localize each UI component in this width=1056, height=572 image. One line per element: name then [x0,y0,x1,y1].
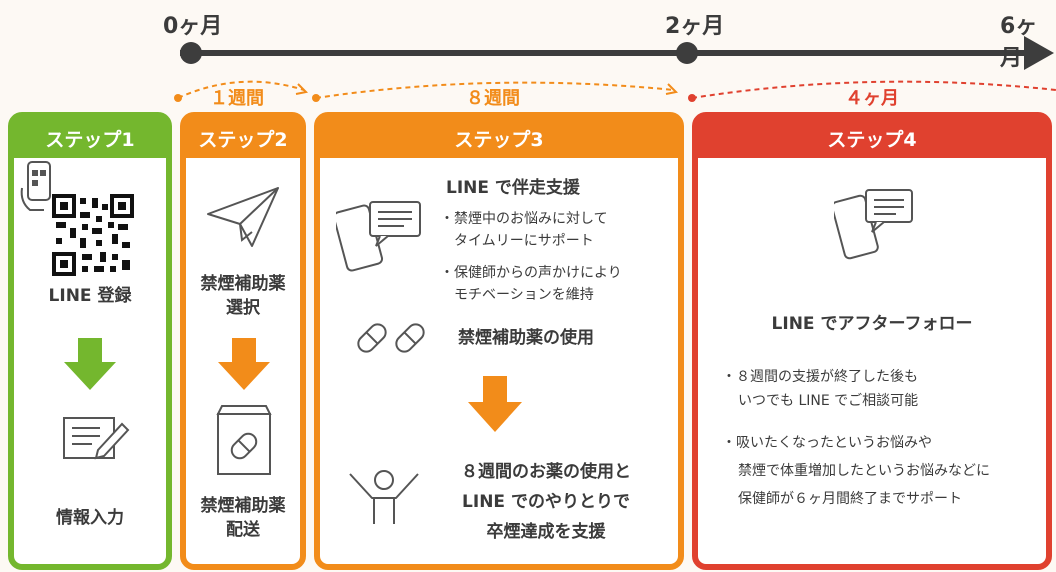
down-arrow-icon [64,338,116,390]
timeline-label-2: 2ヶ月 [665,14,725,39]
step3-bullet-2-line2: モチベーションを維持 [454,287,594,303]
duration-8weeks: ８週間 [466,88,520,109]
step2-select-label-1: 禁煙補助薬 [200,274,286,294]
step3-result-line3: 卒煙達成を支援 [486,522,606,542]
timeline-bar [180,50,1030,56]
step4-card: ステップ4 [692,112,1052,570]
phone-qr-icon [20,161,51,211]
step3-medicine-label: 禁煙補助薬の使用 [458,328,594,348]
step3-title: ステップ3 [320,118,678,158]
phone-chat-icon [834,189,913,260]
step4-bullet-1-line1: ・８週間の支援が終了した後も [722,369,918,385]
step4-bullet-1-line2: いつでも LINE でご相談可能 [738,393,919,409]
timeline-arrowhead [1024,36,1054,70]
down-arrow-icon [218,338,270,390]
qr-code-icon [52,194,134,276]
step4-bullet-2-line2: 禁煙で体重増加したというお悩みなどに [738,463,990,479]
form-pen-icon [63,417,130,460]
step4-bullet-2-line3: 保健師が６ヶ月間終了までサポート [738,491,962,507]
step2-deliver-label-1: 禁煙補助薬 [200,496,286,516]
timeline-label-0: 0ヶ月 [163,14,223,39]
step4-heading: LINE でアフターフォロー [771,314,973,334]
capsule-icon [357,323,425,353]
step1-register-label: LINE 登録 [48,286,132,306]
step3-result-line1: ８週間のお薬の使用と [461,462,631,482]
step3-heading: LINE で伴走支援 [446,178,580,198]
medicine-bag-icon [216,405,272,475]
step2-title: ステップ2 [186,118,300,158]
step2-select-label-2: 選択 [226,298,260,318]
step3-bullet-1-line1: ・禁煙中のお悩みに対して [440,211,608,227]
step3-result-line2: LINE でのやりとりで [462,492,630,512]
celebrating-person-icon [349,470,419,524]
timeline-dot-2 [676,42,698,64]
step1-title: ステップ1 [14,118,166,158]
down-arrow-icon [468,376,522,432]
step4-bullet-2-line1: ・吸いたくなったというお悩みや [722,435,932,451]
duration-1week: １週間 [210,88,264,109]
step3-bullet-1-line2: タイムリーにサポート [454,233,594,249]
paper-plane-icon [207,187,279,247]
step2-card: ステップ2 [180,112,306,570]
step1-input-label: 情報入力 [56,508,124,528]
step3-bullet-2-line1: ・保健師からの声かけにより [440,265,622,281]
timeline-dot-0 [180,42,202,64]
duration-arcs [174,80,1056,102]
duration-4months: ４ヶ月 [845,88,899,109]
phone-chat-icon [336,201,421,272]
step2-deliver-label-2: 配送 [226,520,260,540]
timeline-label-6: 6ヶ月 [1000,14,1038,71]
step4-title: ステップ4 [698,118,1046,158]
